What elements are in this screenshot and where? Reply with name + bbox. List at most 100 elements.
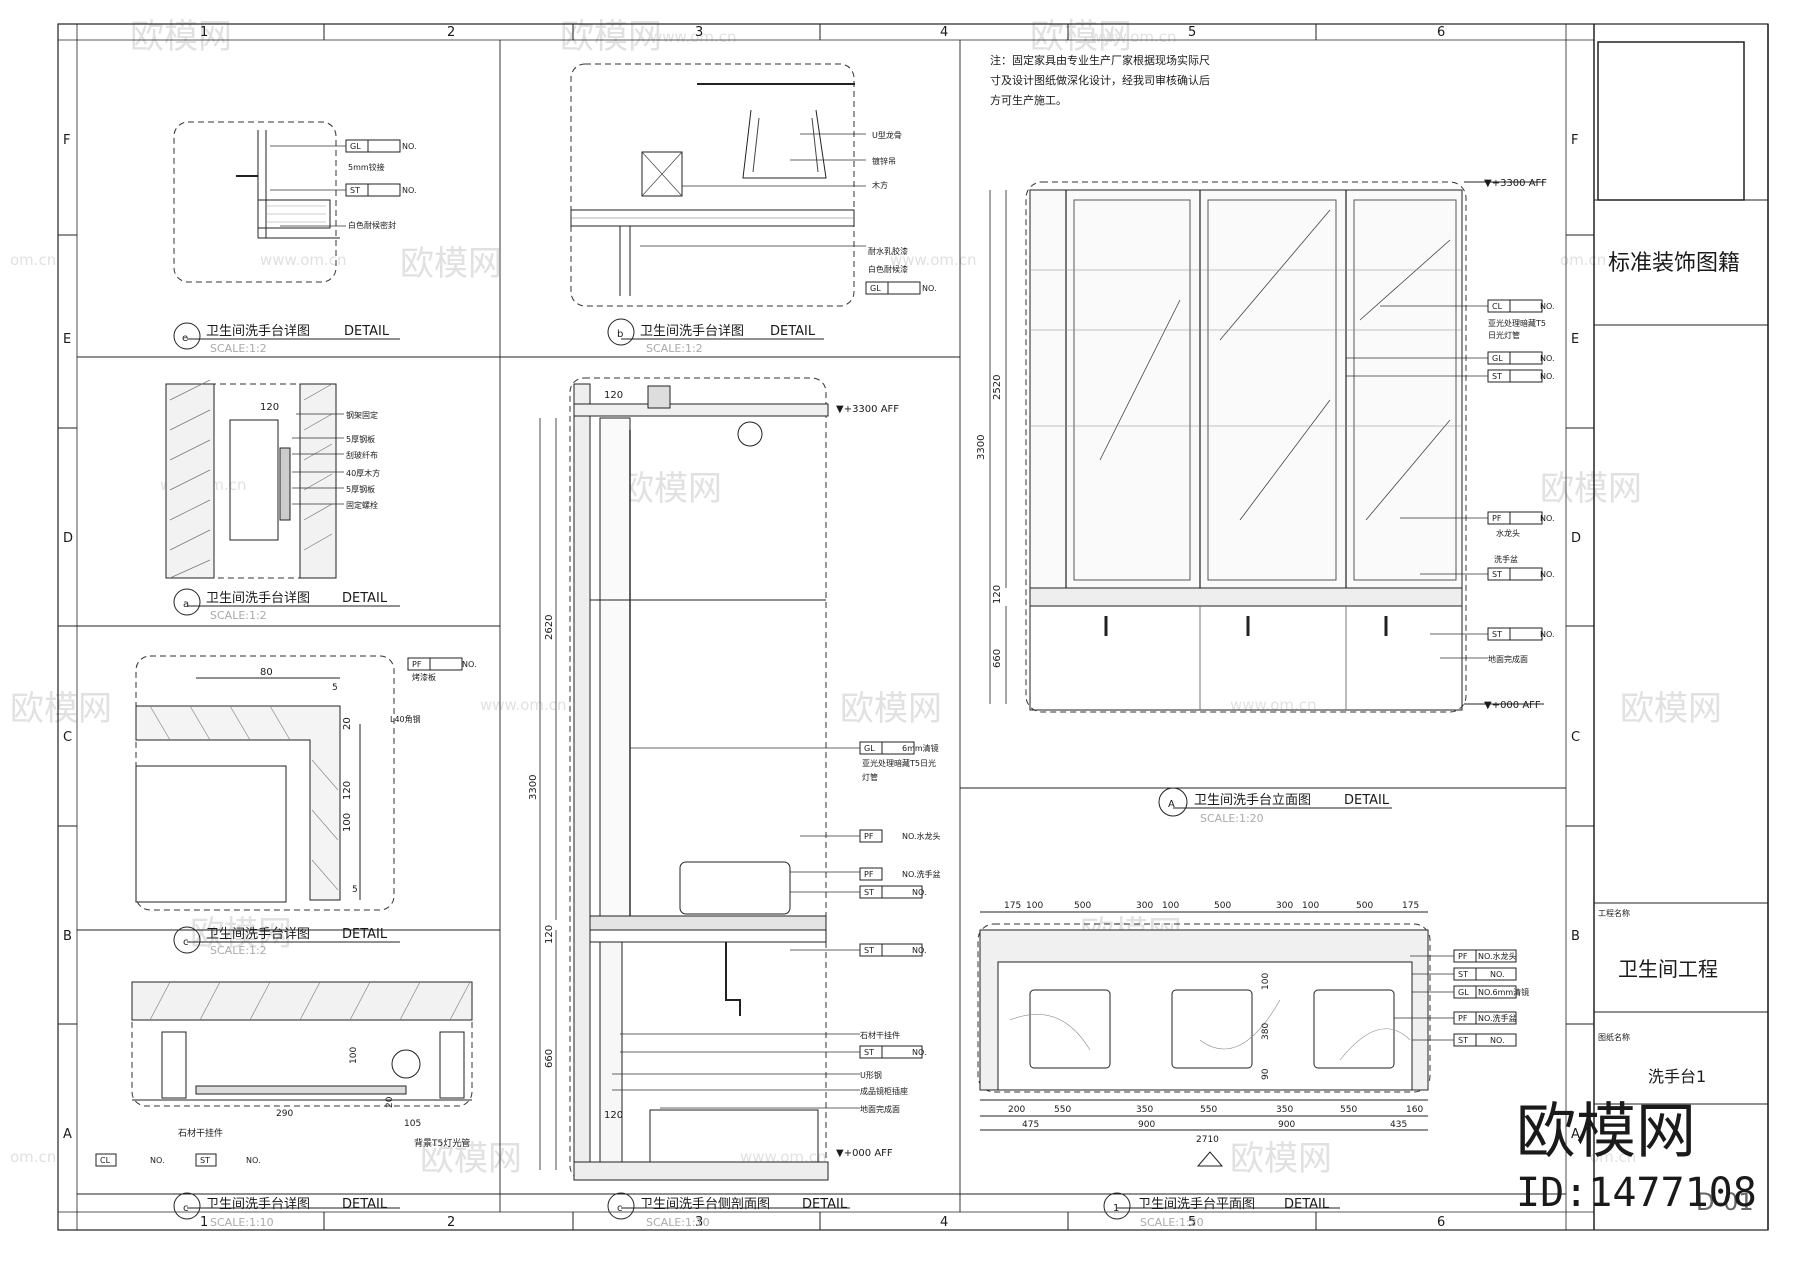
svg-text:DETAIL: DETAIL <box>342 1197 388 1212</box>
svg-text:80: 80 <box>260 667 273 678</box>
svg-text:om.cn: om.cn <box>10 251 56 269</box>
svg-text:ST: ST <box>864 946 874 955</box>
svg-text:5: 5 <box>352 885 358 895</box>
elevation-dims: ▼+3300 AFF ▼+000 AFF 2520 3300 120 660 <box>976 178 1547 711</box>
svg-text:www.om.cn: www.om.cn <box>480 696 567 714</box>
svg-text:www.om.cn: www.om.cn <box>1230 696 1317 714</box>
svg-text:120: 120 <box>604 390 623 401</box>
svg-text:NO.: NO. <box>912 1048 927 1057</box>
svg-text:5: 5 <box>1188 1215 1196 1230</box>
svg-text:欧模网: 欧模网 <box>840 689 942 729</box>
svg-text:背景T5灯光管: 背景T5灯光管 <box>414 1137 470 1149</box>
svg-text:100: 100 <box>1026 901 1043 911</box>
svg-text:D: D <box>1571 531 1581 546</box>
svg-text:1: 1 <box>200 25 208 40</box>
svg-text:GL: GL <box>1492 354 1503 363</box>
brand-id: ID:1477108 <box>1516 1170 1757 1216</box>
svg-text:NO.洗手盆: NO.洗手盆 <box>902 869 941 879</box>
svg-text:PF: PF <box>864 870 874 879</box>
svg-text:550: 550 <box>1200 1105 1217 1115</box>
svg-text:DETAIL: DETAIL <box>802 1197 848 1212</box>
svg-text:欧模网: 欧模网 <box>130 17 232 57</box>
svg-text:钢架固定: 钢架固定 <box>346 410 378 420</box>
svg-text:NO.: NO. <box>1540 570 1555 579</box>
svg-text:GL: GL <box>350 142 361 151</box>
svg-text:欧模网: 欧模网 <box>1540 469 1642 509</box>
svg-text:www.om.cn: www.om.cn <box>890 251 977 269</box>
svg-text:3300: 3300 <box>976 435 987 460</box>
svg-text:ST: ST <box>1458 1036 1468 1045</box>
svg-text:ST: ST <box>864 1048 874 1057</box>
detail-counter-dims: 100 290 20 105 石材干挂件 背景T5灯光管 <box>178 1047 470 1149</box>
svg-text:NO.: NO. <box>1540 302 1555 311</box>
svg-text:NO.: NO. <box>922 284 937 293</box>
svg-text:卫生间洗手台详图: 卫生间洗手台详图 <box>206 927 310 942</box>
svg-text:100: 100 <box>342 813 353 832</box>
svg-text:NO.: NO. <box>402 142 417 151</box>
svg-text:4: 4 <box>940 1215 948 1230</box>
svg-text:2620: 2620 <box>544 615 555 640</box>
svg-text:435: 435 <box>1390 1120 1407 1130</box>
svg-text:欧模网: 欧模网 <box>420 1139 522 1179</box>
svg-text:6: 6 <box>1437 1215 1445 1230</box>
svg-text:www.om.cn: www.om.cn <box>1090 28 1177 46</box>
svg-text:灯管: 灯管 <box>862 772 878 782</box>
svg-text:亚光处理暗藏T5: 亚光处理暗藏T5 <box>1488 318 1546 328</box>
svg-text:500: 500 <box>1074 901 1091 911</box>
svg-text:1: 1 <box>200 1215 208 1230</box>
svg-text:120: 120 <box>604 1110 623 1121</box>
svg-text:地面完成面: 地面完成面 <box>860 1104 900 1114</box>
svg-text:175: 175 <box>1004 901 1021 911</box>
title-project: 卫生间工程 <box>1618 957 1718 981</box>
svg-text:▼+3300 AFF: ▼+3300 AFF <box>1484 178 1547 189</box>
svg-text:www.om.cn: www.om.cn <box>260 251 347 269</box>
svg-text:木方: 木方 <box>872 180 888 190</box>
svg-text:欧模网: 欧模网 <box>400 244 502 284</box>
svg-text:100: 100 <box>1302 901 1319 911</box>
svg-text:C: C <box>63 730 72 745</box>
svg-text:卫生间洗手台详图: 卫生间洗手台详图 <box>206 1197 310 1212</box>
svg-text:NO.洗手盆: NO.洗手盆 <box>1478 1013 1517 1023</box>
svg-text:350: 350 <box>1136 1105 1153 1115</box>
svg-text:900: 900 <box>1278 1120 1295 1130</box>
svg-text:E: E <box>63 332 71 347</box>
general-note: 注：固定家具由专业生产厂家根据现场实际尺 寸及设计图纸做深化设计，经我司审核确认… <box>990 53 1210 107</box>
svg-text:2: 2 <box>447 25 455 40</box>
svg-text:GL: GL <box>870 284 881 293</box>
svg-text:200: 200 <box>1008 1105 1025 1115</box>
title-series: 标准装饰图籍 <box>1608 251 1740 276</box>
svg-text:120: 120 <box>992 585 1003 604</box>
svg-text:550: 550 <box>1340 1105 1357 1115</box>
svg-text:PF: PF <box>1458 952 1468 961</box>
svg-text:om.cn: om.cn <box>1590 1148 1636 1166</box>
brand-mark: 欧模网 ID:1477108 <box>1516 1097 1757 1216</box>
detail-title: 卫生间洗手台详图 <box>206 324 310 339</box>
svg-text:▼+3300 AFF: ▼+3300 AFF <box>836 404 899 415</box>
svg-text:5厚钢板: 5厚钢板 <box>346 484 375 494</box>
detail-title-plan: 1 卫生间洗手台平面图 DETAIL SCALE:1:20 <box>1103 1192 1340 1229</box>
svg-text:卫生间洗手台侧剖面图: 卫生间洗手台侧剖面图 <box>640 1197 770 1212</box>
svg-text:注：固定家具由专业生产厂家根据现场实际尺: 注：固定家具由专业生产厂家根据现场实际尺 <box>990 53 1210 67</box>
svg-text:欧模网: 欧模网 <box>190 914 292 954</box>
svg-text:NO.水龙头: NO.水龙头 <box>1478 951 1517 961</box>
svg-text:290: 290 <box>276 1109 293 1119</box>
svg-text:SCALE:1:20: SCALE:1:20 <box>1200 812 1264 825</box>
svg-text:烤漆板: 烤漆板 <box>412 672 436 682</box>
svg-text:5厚钢板: 5厚钢板 <box>346 434 375 444</box>
svg-text:刮玻纤布: 刮玻纤布 <box>346 450 378 460</box>
detail-title-b: b 卫生间洗手台详图 DETAIL SCALE:1:2 <box>607 318 824 355</box>
svg-text:20: 20 <box>342 717 353 730</box>
svg-text:om.cn: om.cn <box>1560 251 1606 269</box>
svg-text:NO.: NO. <box>1540 630 1555 639</box>
svg-text:NO.: NO. <box>1490 1036 1505 1045</box>
svg-text:DETAIL: DETAIL <box>344 324 390 339</box>
svg-text:900: 900 <box>1138 1120 1155 1130</box>
row-markers: F E D C B A F E D C B A <box>63 133 1581 1142</box>
svg-text:www.om.cn: www.om.cn <box>650 28 737 46</box>
svg-text:卫生间洗手台平面图: 卫生间洗手台平面图 <box>1138 1197 1255 1212</box>
svg-text:350: 350 <box>1276 1105 1293 1115</box>
svg-text:图纸名称: 图纸名称 <box>1598 1032 1630 1042</box>
svg-text:175: 175 <box>1402 901 1419 911</box>
